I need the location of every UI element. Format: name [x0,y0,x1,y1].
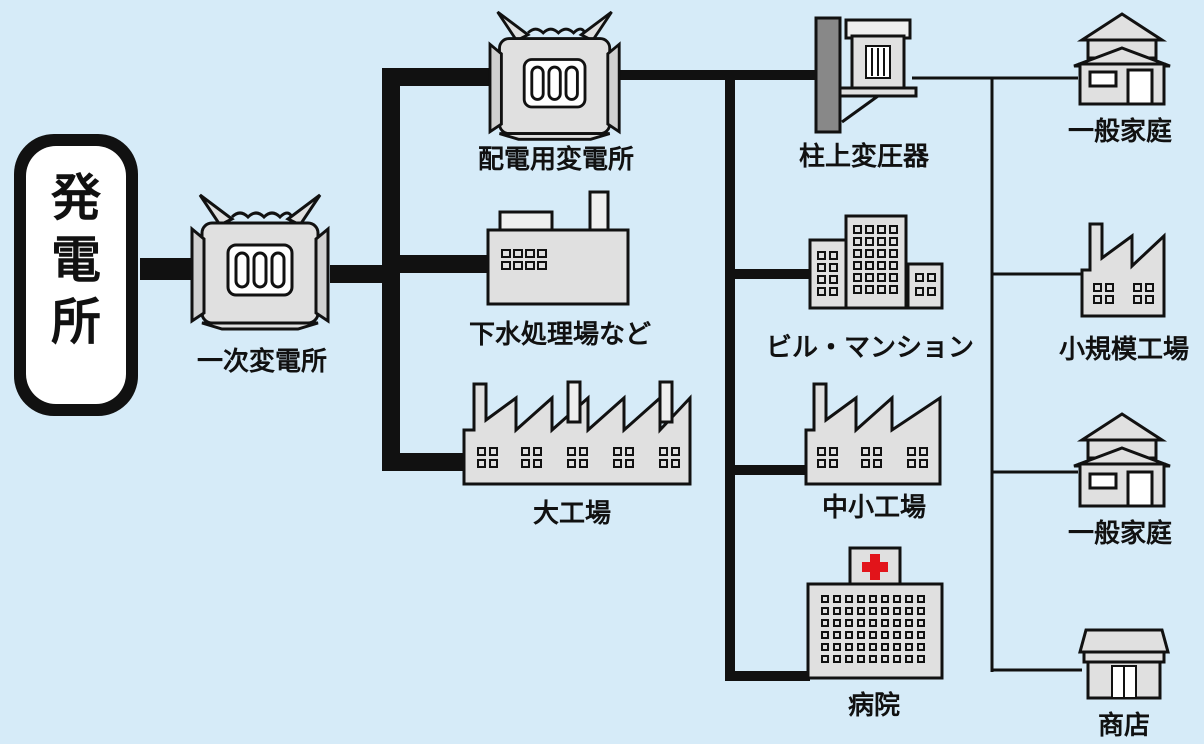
distribution-substation-label: 配電用変電所 [478,144,634,175]
factory-icon [462,380,692,486]
transformer-icon [190,193,330,331]
house-icon [1073,412,1171,508]
house-1-node: 一般家庭 [1068,12,1172,147]
house-2-label: 一般家庭 [1068,518,1172,549]
primary-substation-label: 一次変電所 [197,346,327,377]
small-factory-node: 小規模工場 [1059,222,1189,365]
shop-node: 商店 [1078,628,1170,741]
primary-substation-node: 一次変電所 [190,193,330,377]
sewage-plant-icon [486,190,630,306]
power-plant-label: 発電所 [51,169,102,351]
factory-icon [804,382,942,486]
power-plant-node: 発電所 [14,134,138,416]
large-factory-label: 大工場 [533,499,611,529]
pole-transformer-node: 柱上変圧器 [799,16,930,172]
house-1-label: 一般家庭 [1068,116,1172,147]
shop-icon [1078,628,1170,700]
small-factory-label: 小規模工場 [1059,335,1189,365]
hospital-label: 病院 [848,690,900,721]
house-icon [1073,12,1171,106]
mid-factory-node: 中小工場 [804,382,942,523]
factory-icon [1080,222,1166,318]
buildings-label: ビル・マンション [766,333,974,363]
sewage-plant-label: 下水処理場など [469,320,651,350]
hospital-node: 病院 [806,546,944,721]
buildings-icon [808,214,944,310]
connection-lines [140,68,1082,681]
sewage-plant-node: 下水処理場など [469,190,651,350]
house-2-node: 一般家庭 [1068,412,1172,549]
large-factory-node: 大工場 [462,380,692,529]
transformer-icon [488,10,621,141]
hospital-icon [806,546,944,680]
distribution-substation-node: 配電用変電所 [478,10,634,175]
pole-transformer-label: 柱上変圧器 [799,141,930,172]
mid-factory-label: 中小工場 [822,493,926,523]
buildings-node: ビル・マンション [766,214,974,363]
pole-transformer-icon [814,16,918,134]
shop-label: 商店 [1098,710,1150,740]
